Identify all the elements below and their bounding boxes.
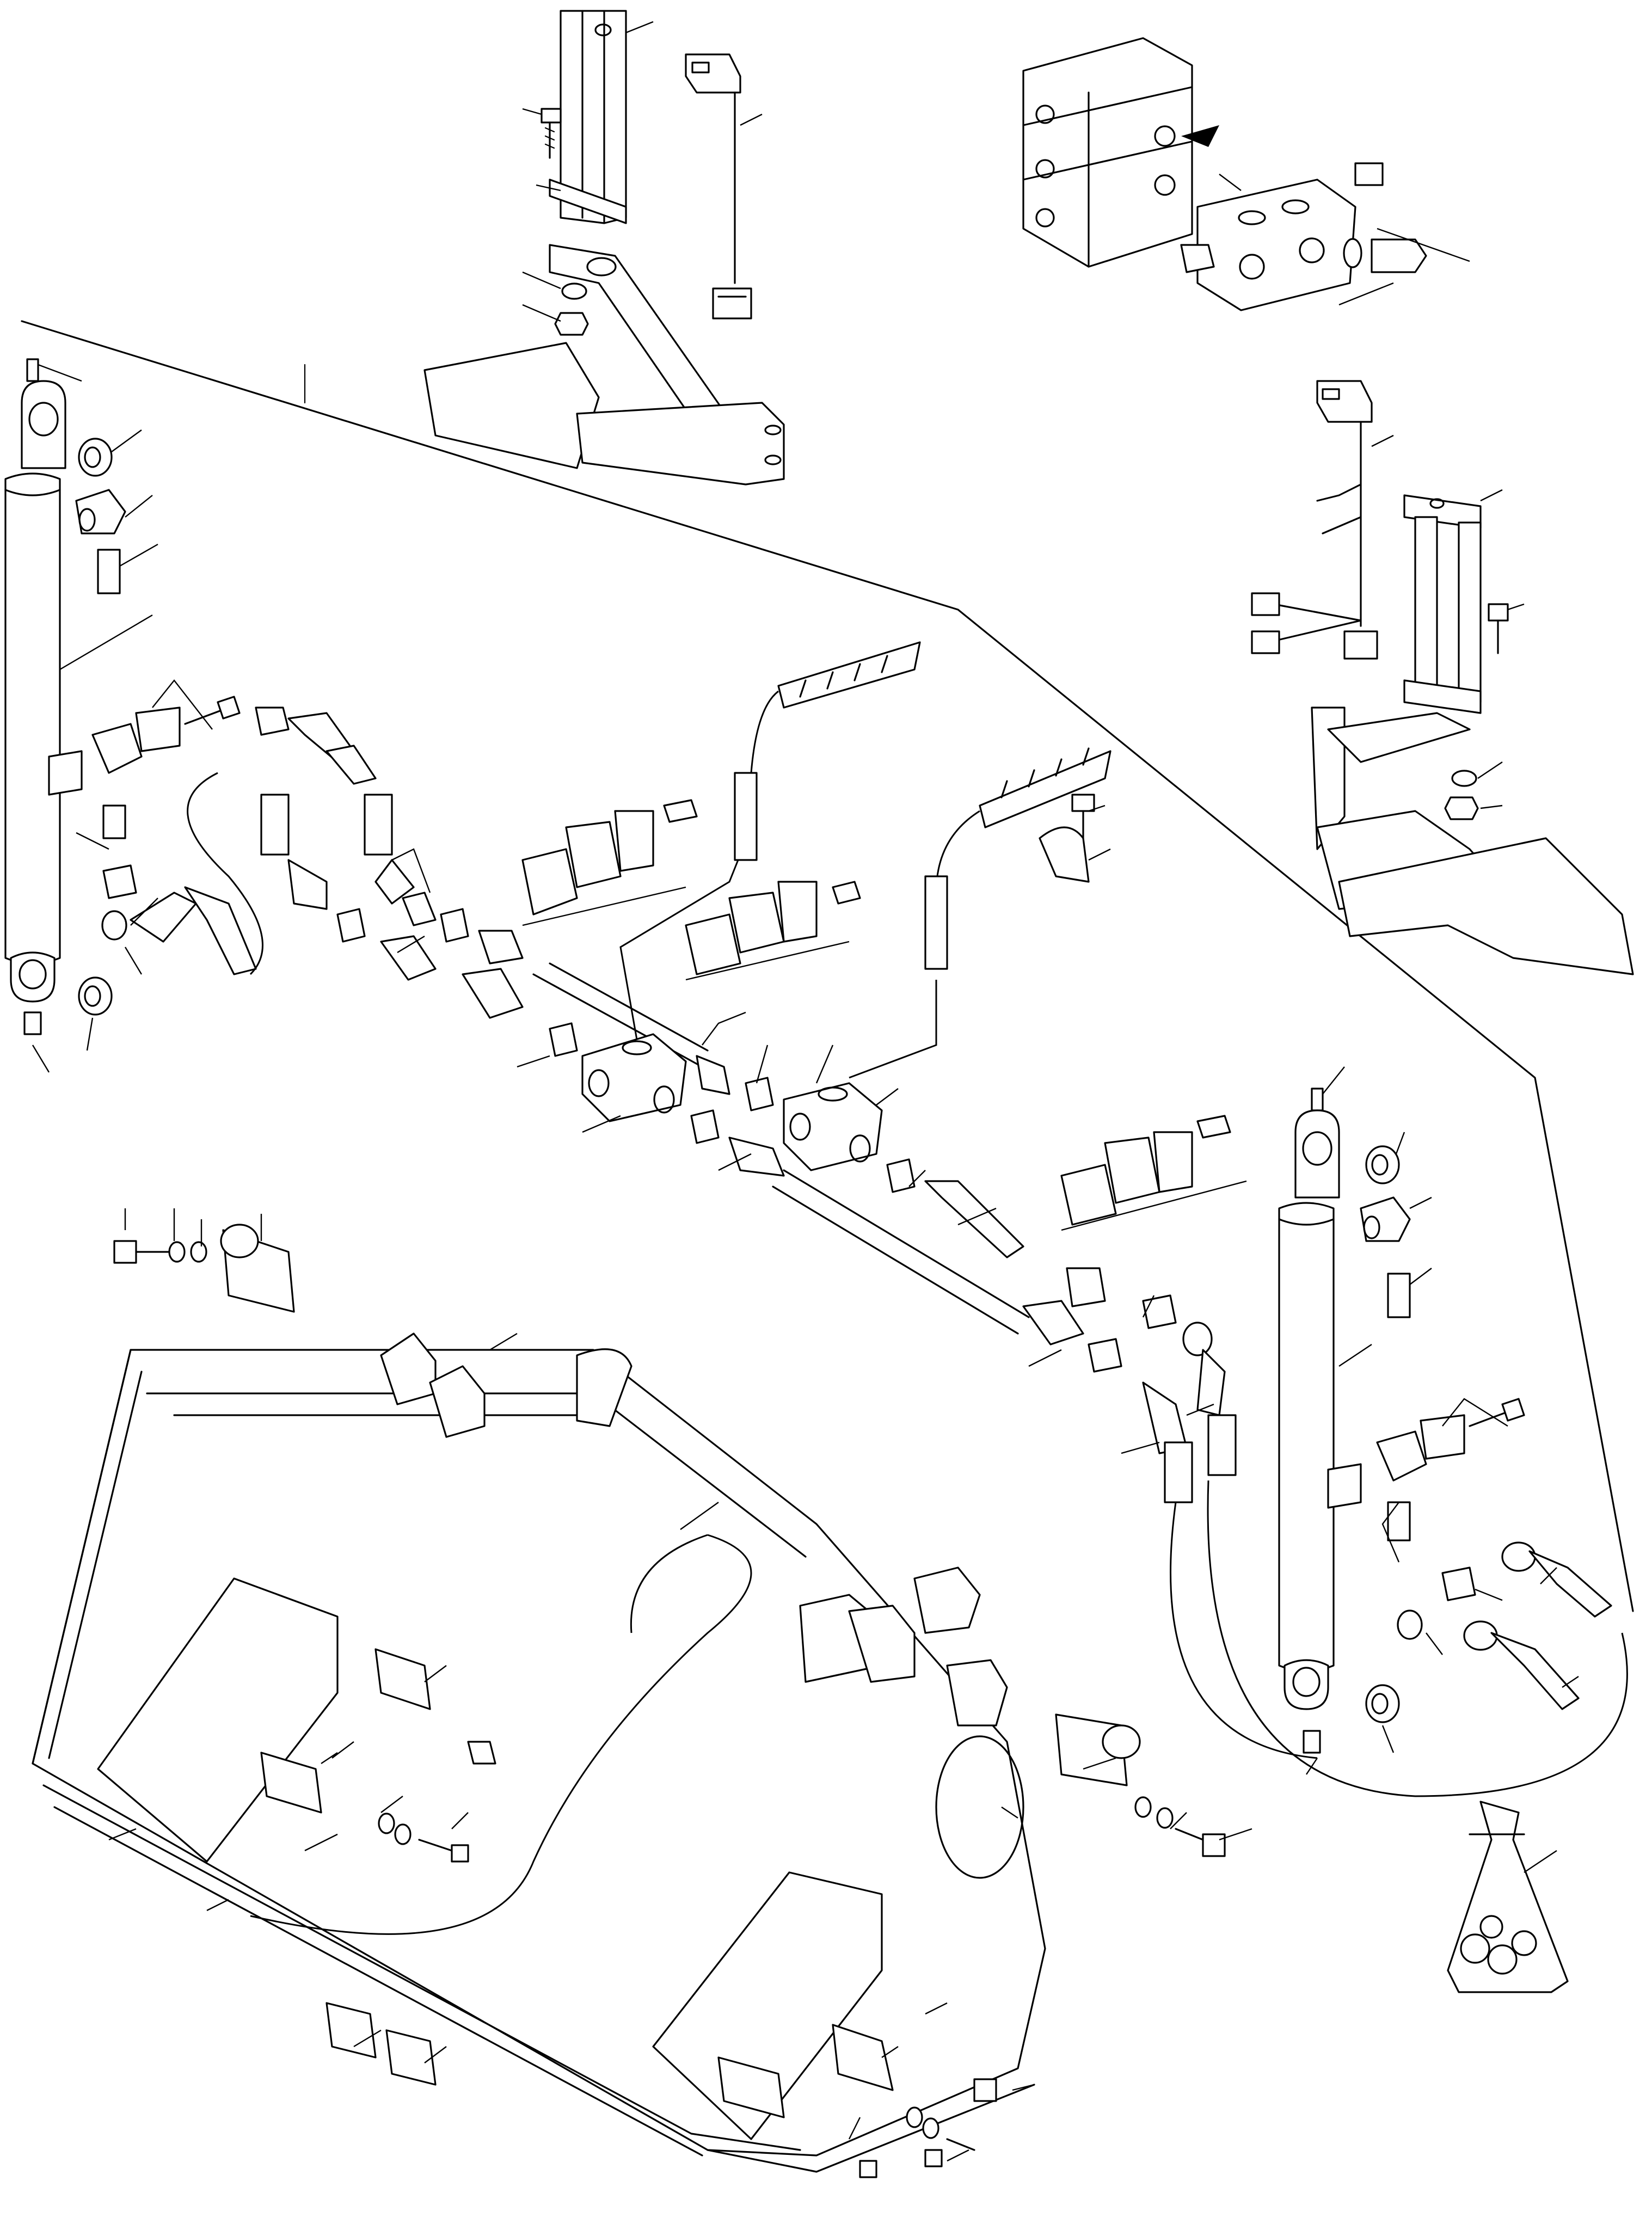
section-divider-lines (21, 320, 1634, 1612)
control-valve-assembly (1022, 37, 1470, 311)
loader-bucket (32, 1208, 1252, 2178)
pedal-bracket-assembly-right (1251, 380, 1634, 975)
pedal-bracket-assembly-top (423, 10, 785, 486)
hydraulic-cylinder-left (4, 358, 257, 1073)
hydraulic-cylinder-right (1278, 1066, 1612, 1775)
hose-and-fitting-chain (187, 641, 1628, 1797)
parts-bag (1447, 1801, 1569, 1993)
switch-harness-top (685, 53, 763, 320)
